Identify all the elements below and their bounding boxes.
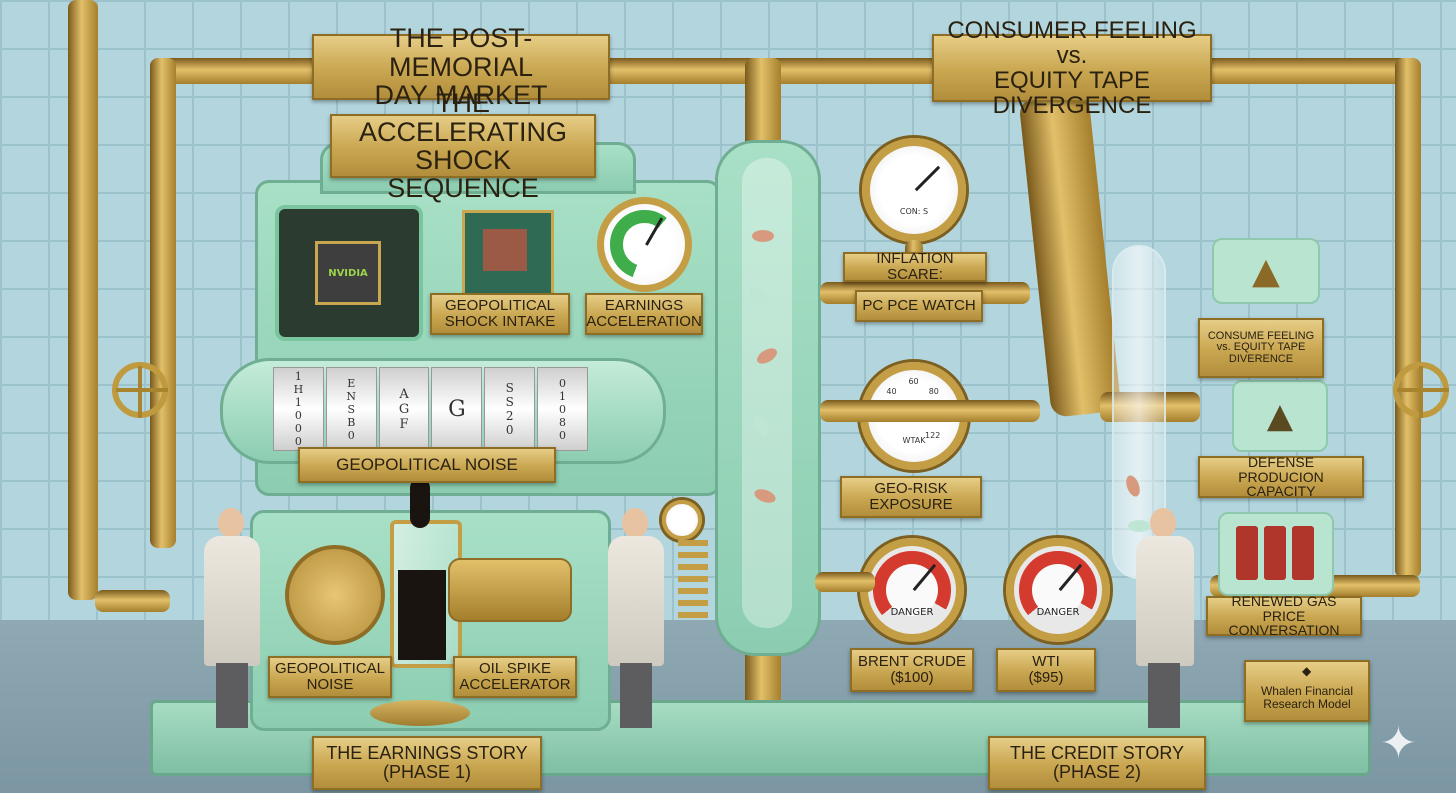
inflation-gauge: CON: S bbox=[862, 138, 966, 242]
plate-earnings-acceleration: EARNINGS ACCELERATION bbox=[585, 293, 703, 335]
plate-shock-intake: GEOPOLITICAL SHOCK INTAKE bbox=[430, 293, 570, 335]
plate-noise-drum: GEOPOLITICAL NOISE bbox=[298, 447, 556, 483]
plate-whalen: Whalen Financial Research Model bbox=[1244, 660, 1370, 722]
drum-char: 0 bbox=[294, 435, 302, 448]
drum-char: G bbox=[398, 401, 410, 417]
geo-tick: 80 bbox=[928, 386, 939, 396]
drum-char: 8 bbox=[559, 415, 567, 429]
left-valve-wheel-icon[interactable] bbox=[112, 362, 168, 418]
drum-char: 0 bbox=[559, 428, 567, 442]
plate-pc-pce-watch: PC PCE WATCH bbox=[855, 290, 983, 322]
drum-char: 0 bbox=[505, 423, 514, 437]
wti-danger-gauge: DANGER bbox=[1006, 538, 1110, 642]
drum-char: 0 bbox=[294, 422, 302, 435]
geo-feed-pipe bbox=[820, 400, 1040, 422]
small-gauge bbox=[662, 500, 702, 540]
oil-spike-valve[interactable] bbox=[448, 558, 572, 622]
wti-danger-caption: DANGER bbox=[1036, 607, 1080, 619]
vault-dial-icon[interactable] bbox=[285, 545, 385, 645]
drum-char: 0 bbox=[559, 376, 567, 390]
drum-char: 2 bbox=[505, 409, 514, 423]
oil-tray bbox=[370, 700, 470, 726]
inflation-gauge-caption: CON: S bbox=[899, 207, 929, 217]
whalen-logo-icon: ◆ bbox=[1302, 664, 1312, 678]
drum-char: S bbox=[347, 402, 356, 416]
coin-column bbox=[715, 140, 821, 656]
drum-char: H bbox=[293, 383, 304, 396]
gas-pump-icon bbox=[1218, 512, 1334, 596]
drum-char: G bbox=[448, 396, 466, 422]
plate-credit-story: THE CREDIT STORY (PHASE 2) bbox=[988, 736, 1206, 790]
plate-geo-risk: GEO-RISK EXPOSURE bbox=[840, 476, 982, 518]
drum-char: F bbox=[399, 416, 409, 432]
sparkle-icon: ✦ bbox=[1380, 718, 1417, 769]
drum-char: 0 bbox=[559, 402, 567, 416]
plate-defense: DEFENSE PRODUCION CAPACITY bbox=[1198, 455, 1364, 499]
earnings-gauge bbox=[597, 197, 692, 292]
coin bbox=[752, 230, 774, 242]
drum-char: B bbox=[347, 415, 356, 429]
plate-earnings-story: THE EARNINGS STORY (PHASE 1) bbox=[312, 736, 542, 790]
left-floor-pipe bbox=[95, 590, 170, 612]
plate-consume-feeling: CONSUME FEELING vs. EQUITY TAPE DIVERENC… bbox=[1198, 318, 1324, 378]
plate-oil-spike: OIL SPIKE ACCELERATOR bbox=[453, 656, 577, 698]
drum-column: G bbox=[431, 367, 483, 451]
plate-noise-lower: GEOPOLITICAL NOISE bbox=[268, 656, 392, 698]
drum-char: 1 bbox=[559, 389, 567, 403]
brent-danger-caption: DANGER bbox=[890, 607, 934, 619]
plate-inflation-scare: INFLATION SCARE: bbox=[843, 251, 987, 282]
coin bbox=[1128, 520, 1150, 532]
geo-gauge-caption: WTAK bbox=[902, 436, 926, 446]
drum-char: S bbox=[505, 381, 514, 395]
power-plant-icon: ▲ bbox=[1232, 380, 1328, 452]
drum-char: E bbox=[347, 376, 356, 390]
drum-char: S bbox=[505, 395, 514, 409]
fin-stack bbox=[678, 540, 708, 620]
left-vertical-pipe bbox=[68, 0, 98, 600]
drum-char: 0 bbox=[294, 409, 302, 422]
geo-tick: 122 bbox=[925, 430, 941, 440]
brent-feed-pipe bbox=[815, 572, 875, 592]
plate-title-divergence: CONSUMER FEELING vs. EQUITY TAPE DIVERGE… bbox=[932, 18, 1212, 118]
drum-char: 0 bbox=[347, 428, 355, 442]
drum-char: A bbox=[399, 386, 409, 402]
scientist-figure-left bbox=[200, 508, 270, 733]
geo-tick: 60 bbox=[908, 377, 919, 387]
drum-char: 1 bbox=[294, 370, 302, 383]
left-drop-pipe bbox=[150, 58, 176, 548]
drum-char: N bbox=[346, 389, 357, 403]
right-valve-wheel-icon[interactable] bbox=[1393, 362, 1449, 418]
power-tower-icon: ▲ bbox=[1212, 238, 1320, 304]
circuit-board-icon bbox=[462, 210, 554, 296]
chip-panel: NVIDIA bbox=[275, 205, 423, 341]
scientist-figure-center bbox=[600, 508, 670, 733]
scientist-figure-right bbox=[1128, 508, 1200, 733]
drum-char: 1 bbox=[294, 396, 302, 409]
nvidia-chip-icon: NVIDIA bbox=[315, 241, 381, 305]
plate-brent: BRENT CRUDE ($100) bbox=[850, 648, 974, 692]
brent-danger-gauge: DANGER bbox=[860, 538, 964, 642]
plate-wti: WTI ($95) bbox=[996, 648, 1096, 692]
right-drop-pipe bbox=[1395, 58, 1421, 578]
chip-brand-label: NVIDIA bbox=[328, 267, 368, 279]
geo-tick: 40 bbox=[886, 386, 897, 396]
plate-gas-price: RENEWED GAS PRICE CONVERSATION bbox=[1206, 594, 1362, 638]
plate-shock-sequence: THE ACCELERATING SHOCK SEQUENCE bbox=[330, 89, 596, 203]
oil-drip bbox=[410, 478, 430, 528]
